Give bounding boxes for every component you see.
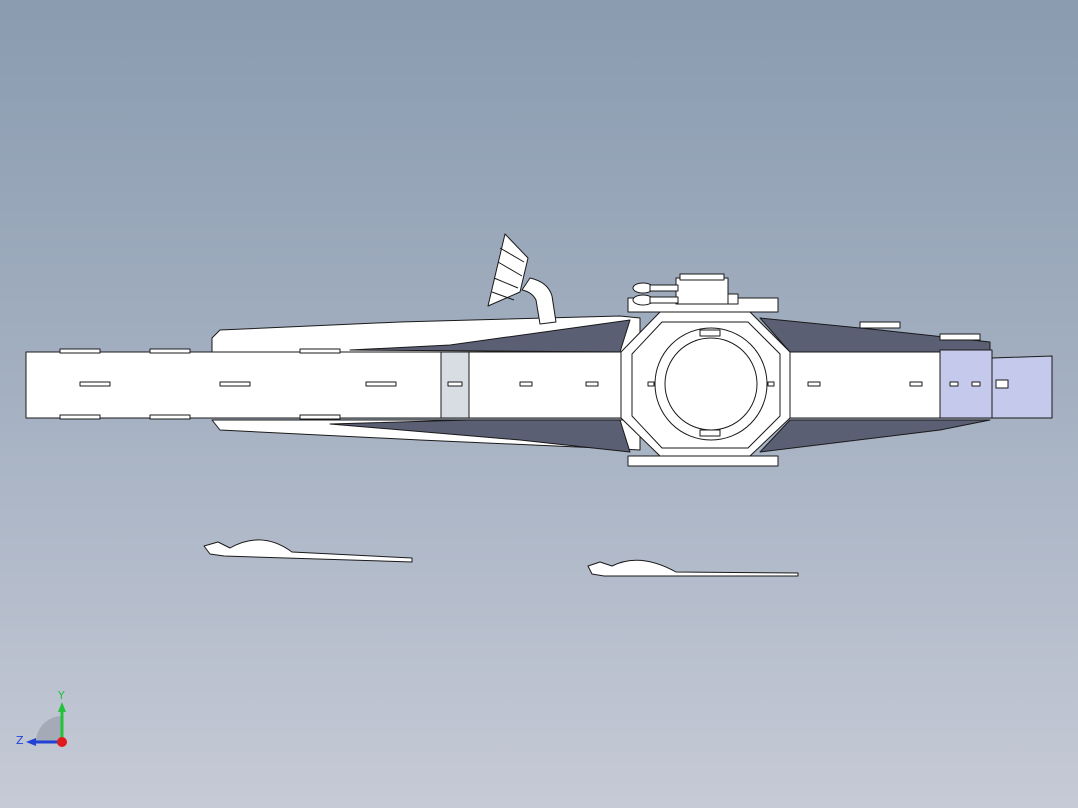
beam-end-cap — [991, 355, 1053, 419]
bottom-plate — [627, 455, 779, 467]
octagon-inner — [631, 321, 781, 449]
dish-arm — [521, 277, 557, 325]
dark-panel-lower — [329, 419, 631, 453]
radar-dish — [487, 233, 529, 307]
turret-base — [675, 277, 729, 305]
beam-tint-section — [939, 349, 993, 419]
core-ring-inner — [664, 337, 758, 431]
coordinate-triad-icon: Y Z — [16, 689, 67, 747]
loose-part-1 — [203, 539, 413, 563]
dark-panel-upper — [349, 319, 631, 353]
cannon-top-barrel — [649, 284, 679, 292]
z-axis-label: Z — [16, 734, 24, 747]
cannon-bottom-barrel — [649, 296, 679, 304]
dark-panel-right-lower — [759, 419, 991, 453]
loose-part-2 — [587, 559, 799, 577]
turret-cap — [679, 273, 725, 281]
turret-block — [727, 293, 739, 305]
y-axis-label: Y — [57, 689, 65, 702]
